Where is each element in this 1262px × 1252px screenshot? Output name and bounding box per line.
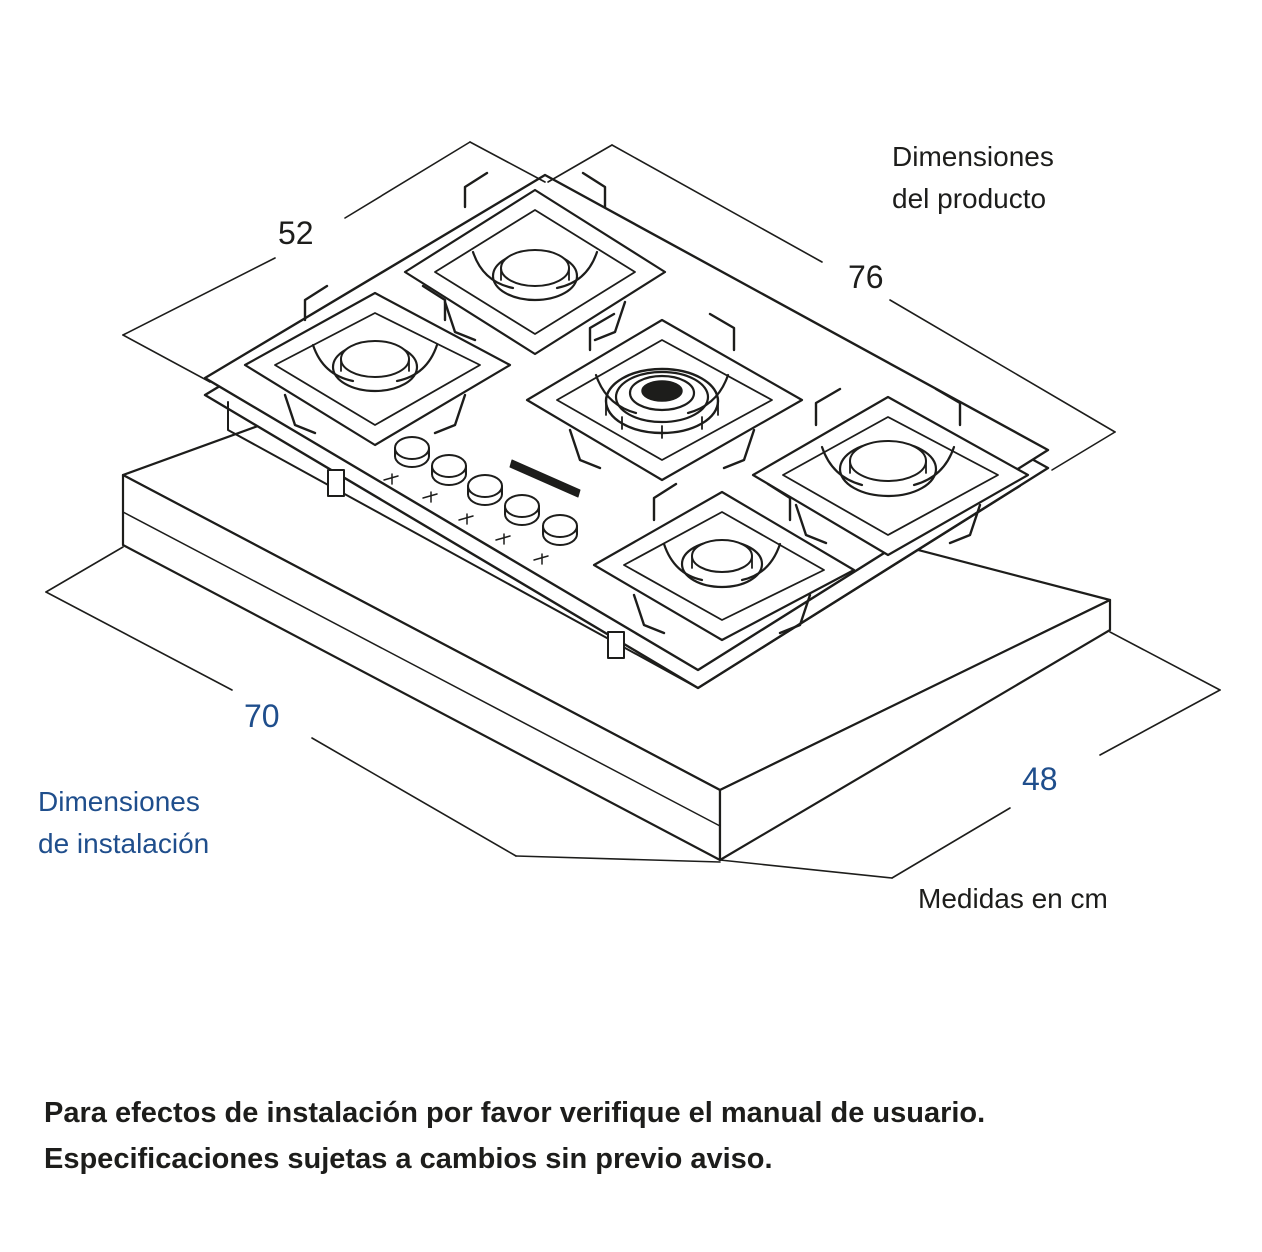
dimension-lines [45, 141, 1221, 879]
disclaimer-line-1: Para efectos de instalación por favor ve… [44, 1097, 986, 1129]
knob-1 [383, 436, 430, 485]
cutout-right-face [718, 598, 1112, 862]
burner-front-right [592, 482, 856, 642]
dim-48-line [719, 631, 1221, 879]
knob-3 [458, 474, 503, 525]
installation-caption-line-1: Dimensiones [38, 786, 200, 817]
dimension-48-label: 48 [1022, 761, 1058, 797]
dimension-70-label: 70 [244, 698, 280, 734]
burner-back-left [403, 171, 667, 356]
dim-52-line [122, 141, 546, 383]
hob-tray [227, 401, 1021, 689]
burner-back-right [751, 387, 1030, 557]
knob-4 [495, 494, 540, 545]
disclaimer: Para efectos de instalación por favor ve… [44, 1090, 985, 1182]
knob-2 [422, 454, 467, 503]
installation-caption-line-2: de instalación [38, 828, 210, 859]
units-note: Medidas en cm [918, 883, 1108, 914]
installation-dimensions-caption: Dimensiones de instalación [38, 781, 209, 865]
dim-76-line [547, 144, 1116, 471]
hob-clip-left [327, 469, 345, 497]
cutout-inner-edge [122, 511, 721, 827]
product-caption-line-1: Dimensiones [892, 141, 1054, 172]
brand-logo [509, 459, 581, 498]
hob-clip-right [607, 631, 625, 659]
dimension-52-label: 52 [278, 215, 314, 251]
product-dimensions-caption: Dimensiones del producto [892, 136, 1054, 220]
disclaimer-line-2: Especificaciones sujetas a cambios sin p… [44, 1143, 773, 1175]
control-knobs [383, 436, 578, 565]
dimension-76-label: 76 [848, 259, 884, 295]
dim-70-line [45, 546, 721, 863]
product-caption-line-2: del producto [892, 183, 1047, 214]
burner-front-left [243, 284, 512, 447]
knob-5 [533, 514, 578, 565]
burner-center-wok [525, 312, 804, 482]
